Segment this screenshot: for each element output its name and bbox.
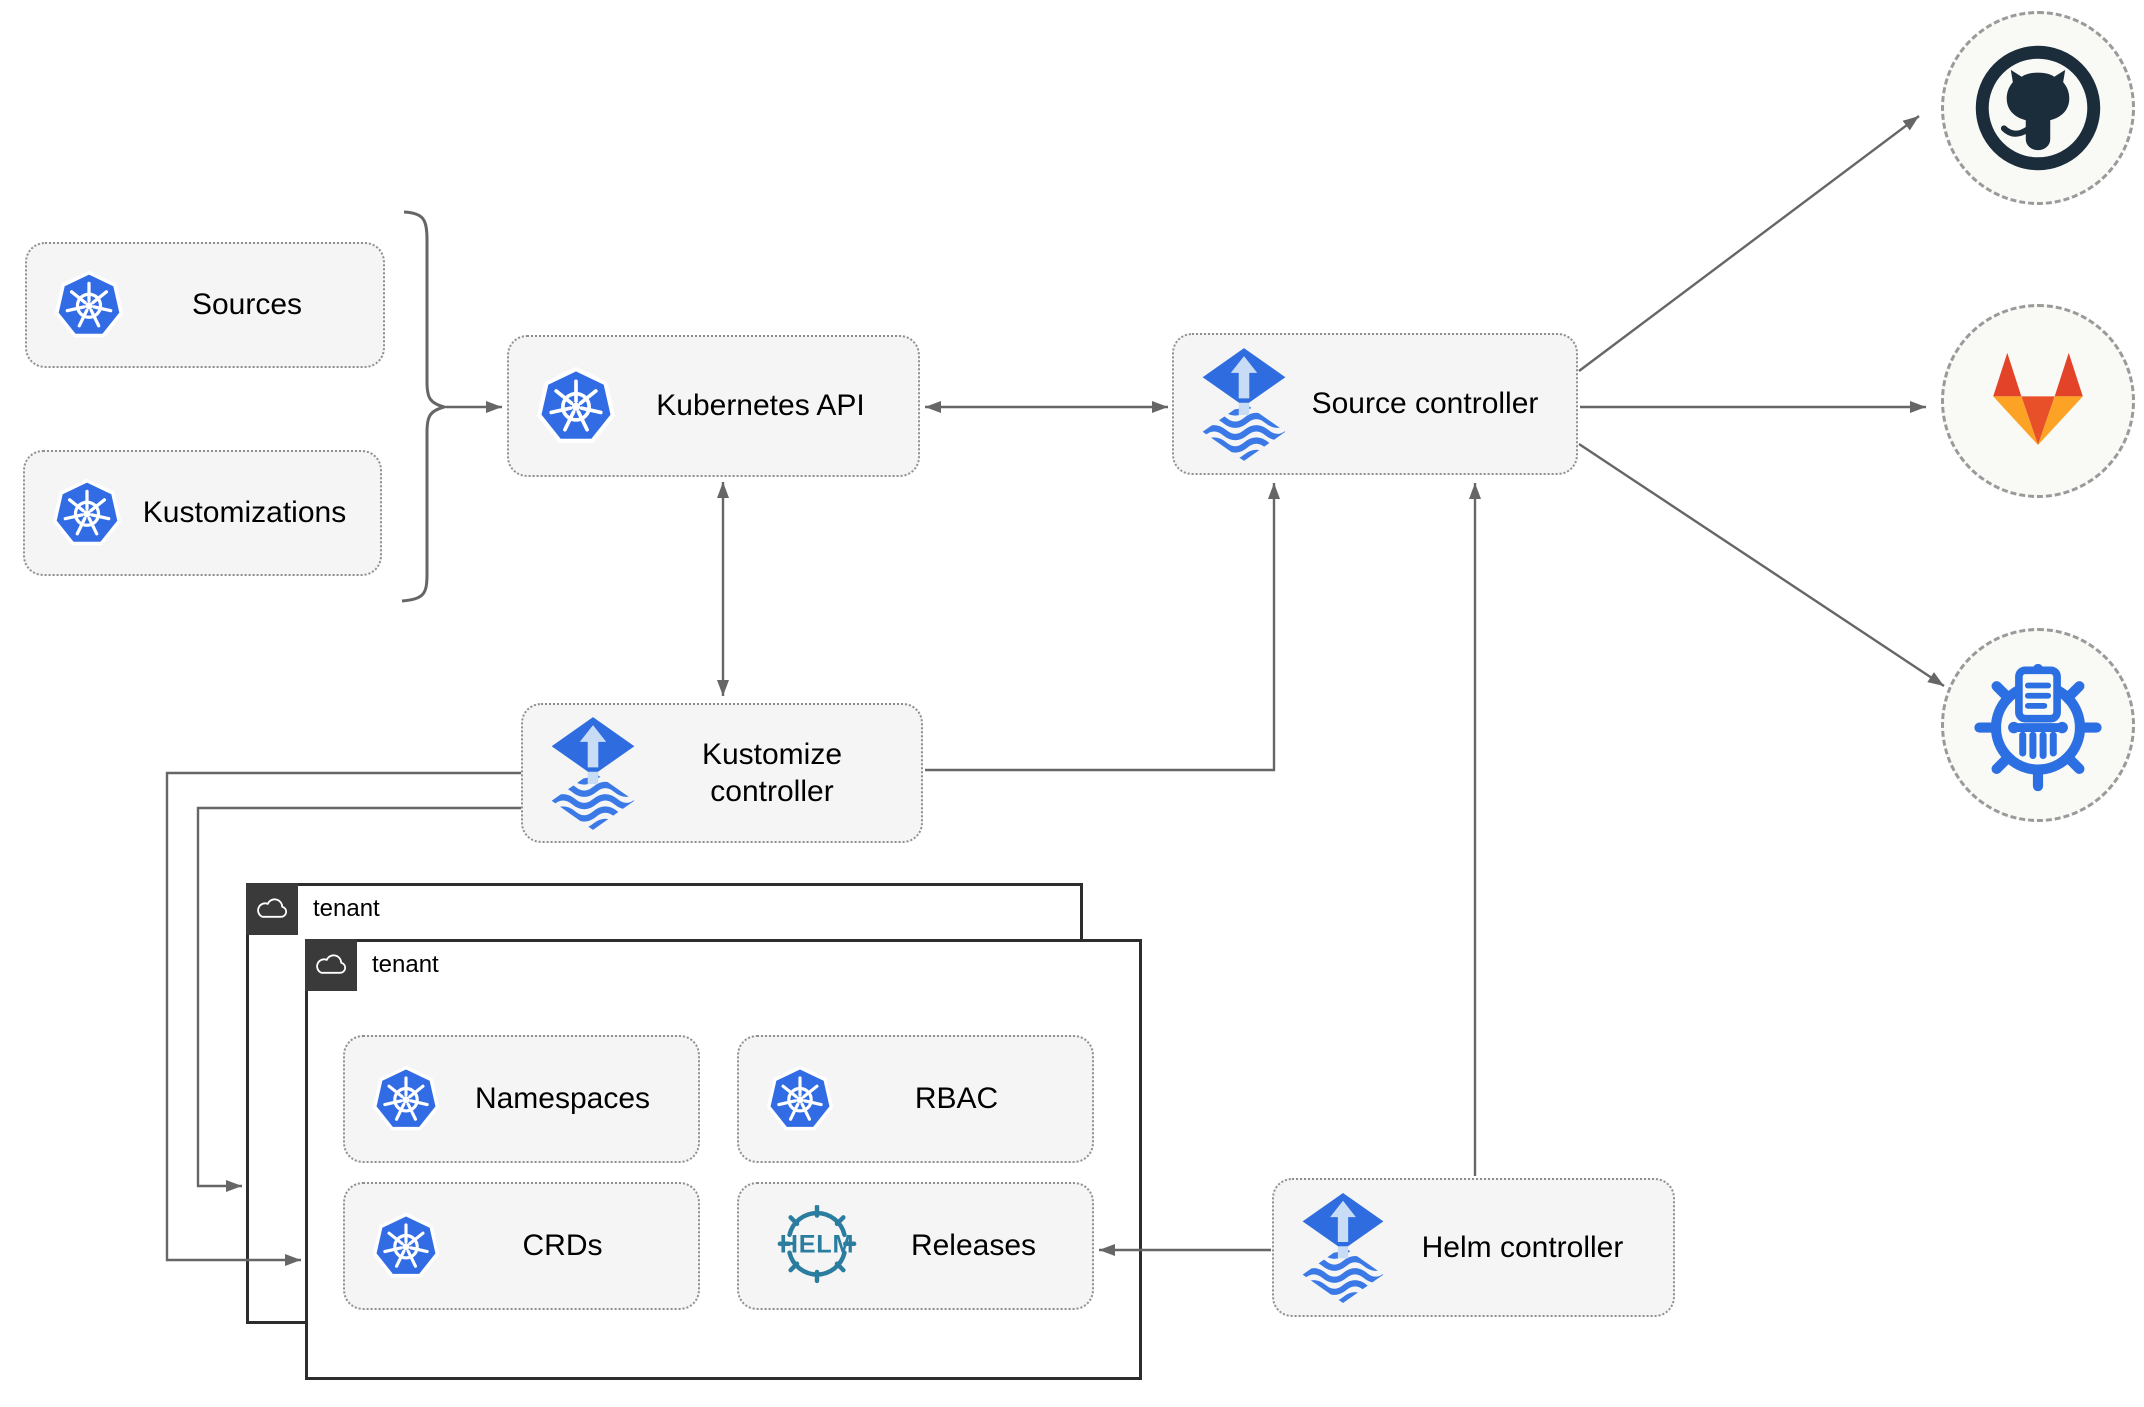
node-kubernetes-api: Kubernetes API xyxy=(507,335,920,477)
endpoint-gitlab xyxy=(1941,304,2135,498)
kubernetes-icon xyxy=(51,477,123,549)
tenant-tab xyxy=(305,939,357,991)
node-sources: Sources xyxy=(25,242,385,368)
helm-icon: HELM xyxy=(765,1205,869,1287)
endpoint-github xyxy=(1941,11,2135,205)
kubernetes-icon xyxy=(371,1211,441,1281)
helm-logo-text: HELM xyxy=(780,1231,855,1259)
flux-icon xyxy=(549,717,637,830)
node-rbac: RBAC xyxy=(737,1035,1094,1163)
node-kustomize-controller: Kustomize controller xyxy=(521,703,923,843)
node-label: Kubernetes API xyxy=(656,389,865,423)
cloud-icon xyxy=(313,952,349,978)
node-label: CRDs xyxy=(522,1229,603,1263)
kubernetes-icon xyxy=(371,1064,441,1134)
github-icon xyxy=(1970,40,2106,176)
node-label: Sources xyxy=(191,288,303,322)
kubernetes-icon xyxy=(535,365,617,447)
chart-repository-icon xyxy=(1968,655,2108,795)
kubernetes-icon xyxy=(765,1064,835,1134)
node-label: Source controller xyxy=(1311,387,1539,421)
node-crds: CRDs xyxy=(343,1182,700,1310)
node-source-controller: Source controller xyxy=(1172,333,1578,475)
tenant-label: tenant xyxy=(313,895,380,922)
node-label: Releases xyxy=(910,1229,1037,1263)
brace-sources-group xyxy=(401,210,450,603)
node-label: RBAC xyxy=(914,1082,999,1116)
tenant-label: tenant xyxy=(372,951,439,978)
flux-icon xyxy=(1200,348,1288,461)
gitlab-icon xyxy=(1974,345,2102,458)
node-helm-controller: Helm controller xyxy=(1272,1178,1675,1317)
edge-kustomize-controller-to-source-controller xyxy=(925,483,1280,772)
cloud-icon xyxy=(254,896,290,922)
tenant-tab xyxy=(246,883,298,935)
node-label: Kustomize controller xyxy=(701,737,843,809)
node-label: Namespaces xyxy=(474,1082,651,1116)
flux-icon xyxy=(1300,1193,1386,1303)
node-label: Kustomizations xyxy=(142,496,347,530)
node-namespaces: Namespaces xyxy=(343,1035,700,1163)
node-kustomizations: Kustomizations xyxy=(23,450,382,576)
edge-source-controller-to-chart-repository xyxy=(1578,442,1945,688)
node-releases: HELM Releases xyxy=(737,1182,1094,1310)
node-label: Helm controller xyxy=(1421,1230,1624,1264)
endpoint-chart-repository xyxy=(1941,628,2135,822)
kubernetes-icon xyxy=(53,269,125,341)
edge-source-controller-to-github xyxy=(1578,115,1920,372)
